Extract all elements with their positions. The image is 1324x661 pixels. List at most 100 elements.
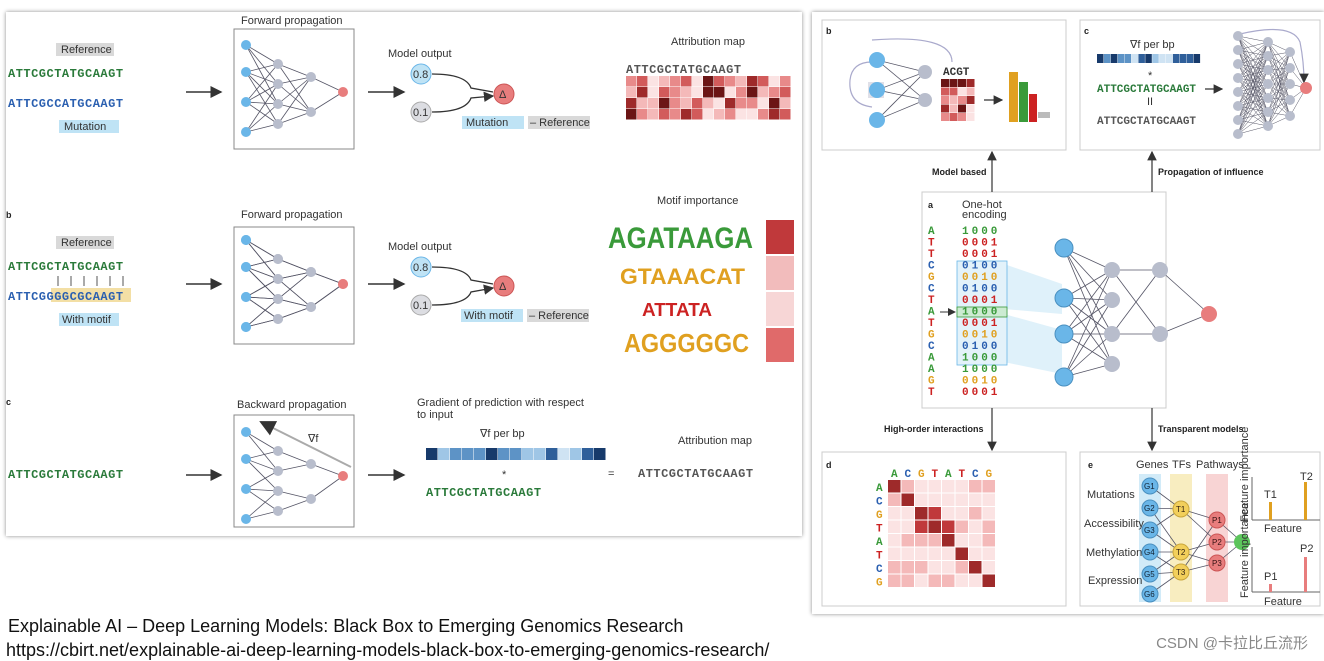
heatmap-d-cell — [982, 520, 995, 533]
node — [1263, 37, 1273, 47]
panel-label-b: b — [826, 26, 832, 36]
heatmap-d-cell — [915, 480, 928, 493]
gene-label: G3 — [1144, 526, 1155, 535]
heatmap-d-cell — [915, 507, 928, 520]
source-url[interactable]: https://cbirt.net/explainable-ai-deep-le… — [6, 640, 770, 660]
heatmap-d-cell — [928, 547, 941, 560]
attribution-heatmap-a — [626, 76, 791, 120]
attribution-cell — [714, 98, 725, 109]
heatmap-d-cell — [982, 534, 995, 547]
gradient-right-cell — [1117, 54, 1125, 63]
feature-axis-bottom: Feature — [1264, 596, 1302, 608]
attribution-cell — [681, 87, 692, 98]
heatmap-d-cell — [955, 520, 968, 533]
heatmap-d-col-label: T — [959, 469, 966, 481]
heatmap-d-cell — [928, 507, 941, 520]
node — [1233, 101, 1243, 111]
hidden-node — [1104, 262, 1120, 278]
panel-label-a: a — [928, 200, 934, 210]
neural-network-b-graph — [241, 235, 348, 332]
gradient-cell — [462, 448, 474, 460]
gradient-right-cell — [1186, 54, 1194, 63]
heatmap-d-cell — [888, 507, 901, 520]
motif-importance-bar — [766, 328, 794, 362]
attribution-cell — [659, 98, 670, 109]
gradient-sequence-c: ATTCGCTATGCAAGT — [426, 486, 542, 500]
transparent-label: Transparent models — [1158, 424, 1244, 434]
heatmap-d-cell — [888, 520, 901, 533]
node — [1263, 65, 1273, 75]
attribution-cell — [769, 76, 780, 87]
pathway-node — [1208, 533, 1226, 551]
watermark: CSDN @卡拉比丘流形 — [1156, 635, 1308, 652]
output-node — [1300, 82, 1312, 94]
heatmap-d-cell — [942, 561, 955, 574]
gene-node — [1141, 499, 1159, 517]
gradient-cell — [546, 448, 558, 460]
gradient-cell — [450, 448, 462, 460]
gene-label: G1 — [1144, 482, 1155, 491]
attribution-cell — [637, 87, 648, 98]
alignment-ticks-b — [57, 276, 124, 286]
delta-symbol-b: Δ — [499, 281, 507, 293]
right-figure-svg: b ACGT c ∇f per bp * ATTCGCTATGCAAGT II … — [821, 19, 1321, 608]
heatmap-b-cell — [966, 104, 975, 113]
row-label-expression: Expression — [1088, 575, 1142, 587]
attribution-cell — [648, 109, 659, 120]
hidden-node — [1104, 356, 1120, 372]
heatmap-b-cell — [949, 87, 958, 96]
gradient-right-cell — [1110, 54, 1118, 63]
heatmap-d-cell — [928, 574, 941, 587]
gene-label: G5 — [1144, 570, 1155, 579]
heatmap-d-cell — [969, 574, 982, 587]
heatmap-d-cell — [888, 561, 901, 574]
attribution-title-c: Attribution map — [678, 435, 752, 447]
gradient-right-cell — [1097, 54, 1104, 63]
gradient-title-line2: to input — [417, 409, 453, 421]
subpanel-d-frame — [821, 451, 1067, 607]
heatmap-d-cell — [901, 520, 914, 533]
attribution-cell — [780, 76, 791, 87]
attribution-cell — [769, 109, 780, 120]
attribution-cell — [714, 109, 725, 120]
encoding-highlight-row — [956, 306, 1008, 318]
reference-label-b: Reference — [61, 237, 112, 249]
bar-label-p2: P2 — [1300, 543, 1313, 555]
row-label-mutations: Mutations — [1087, 489, 1135, 501]
heatmap-d-col-label: T — [932, 469, 939, 481]
gradient-right-cell — [1131, 54, 1138, 63]
attribution-cell — [703, 76, 714, 87]
encoding-wedge-1 — [1004, 264, 1062, 314]
attribution-cell — [736, 87, 747, 98]
heatmap-b-cell — [966, 87, 975, 96]
heatmap-b-cell — [958, 87, 966, 96]
model-network-a — [1054, 238, 1217, 387]
attribution-cell — [736, 76, 747, 87]
subpanel-a-frame — [921, 191, 1167, 409]
pathway-node — [1208, 554, 1226, 572]
gradient-right-cell — [1145, 54, 1152, 63]
mutation-label-a: Mutation — [64, 121, 106, 133]
heatmap-d-col-label: A — [945, 469, 952, 481]
model-network-c — [1233, 28, 1312, 139]
heatmap-d-cell — [955, 493, 968, 506]
heatmap-b-cell — [958, 96, 966, 104]
attribution-cell — [626, 76, 637, 87]
propagation-label: Propagation of influence — [1158, 167, 1264, 177]
attribution-cell — [626, 109, 637, 120]
onehot-base: A — [928, 307, 935, 319]
hidden-node — [1152, 326, 1168, 342]
gradient-symbol-c: ∇f — [307, 433, 319, 445]
onehot-base: T — [928, 238, 935, 250]
gradient-right-cell — [1159, 54, 1166, 63]
heatmap-d-row-label: C — [876, 497, 883, 509]
model-based-label: Model based — [932, 167, 987, 177]
onehot-base: C — [928, 284, 935, 296]
delta-node-b — [493, 275, 515, 297]
network-box-c — [233, 414, 355, 528]
bar-label-p1: P1 — [1264, 571, 1277, 583]
onehot-code: 1000 — [962, 226, 1000, 238]
motif-logo-2: GTAAACAT — [620, 264, 746, 289]
gene-node — [1141, 521, 1159, 539]
pathways-header: Pathways — [1196, 459, 1244, 471]
